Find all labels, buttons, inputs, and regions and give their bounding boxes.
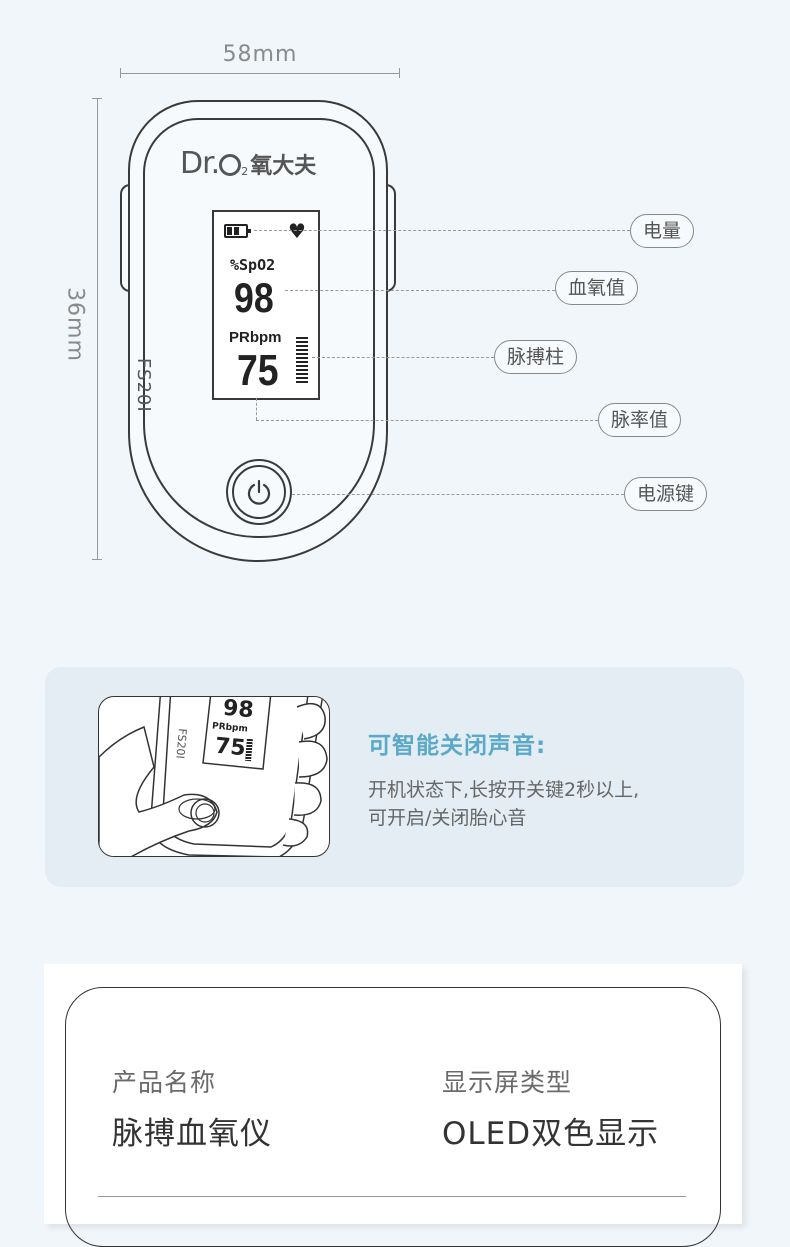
spec-card: [44, 964, 742, 1224]
illustration-hand-pressing-button: 98 PRbpm 75 FS20I: [98, 696, 330, 857]
brand-logo: Dr. 2氧大夫: [180, 146, 316, 181]
leader-line-pulse-bar: [312, 357, 494, 358]
spec-value-display-type: OLED双色显示: [442, 1116, 660, 1152]
leader-line-pr-vertical: [256, 398, 257, 420]
spo2-label: %SpO2: [230, 256, 276, 274]
leader-line-spo2: [285, 290, 555, 291]
power-button-ring: [226, 459, 292, 525]
width-dimension-line: [120, 73, 400, 74]
illustration-pr-value: 75: [213, 733, 247, 762]
feature-description-line-2: 可开启/关闭胎心音: [368, 807, 527, 829]
battery-icon: [224, 224, 251, 238]
leader-line-battery: [254, 230, 630, 231]
spec-key-display-type: 显示屏类型: [442, 1068, 573, 1097]
height-dimension-tick-top: [92, 98, 102, 99]
power-icon: [247, 479, 271, 505]
brand-logo-o2: 2: [241, 165, 249, 178]
pr-value: 75: [237, 346, 279, 395]
height-dimension-line: [97, 98, 98, 560]
callout-battery: 电量: [630, 214, 695, 248]
brand-logo-cn: 氧大夫: [250, 154, 317, 179]
callout-power-key: 电源键: [624, 477, 708, 511]
spec-key-product-name: 产品名称: [112, 1068, 217, 1097]
callout-spo2: 血氧值: [555, 271, 639, 305]
width-dimension-label: 58mm: [222, 42, 298, 67]
device-model-label: FS20I: [133, 358, 154, 413]
power-button: [232, 465, 286, 519]
pulse-bar-graph: [296, 337, 308, 383]
width-dimension-tick-left: [120, 68, 121, 78]
heart-icon: ♥: [288, 219, 306, 243]
callout-pr-value: 脉率值: [598, 403, 682, 437]
pr-label: PRbpm: [229, 329, 282, 346]
feature-description-line-1: 开机状态下,长按开关键2秒以上,: [368, 779, 640, 801]
height-dimension-label: 36mm: [62, 287, 88, 362]
illustration-model-label: FS20I: [173, 727, 189, 760]
height-dimension-tick-bottom: [92, 559, 102, 560]
feature-title: 可智能关闭声音:: [368, 733, 547, 759]
device-inner-face: [143, 118, 375, 538]
brand-logo-dr: Dr.: [180, 146, 220, 181]
leader-line-pr: [256, 420, 598, 421]
leader-line-power: [292, 494, 624, 495]
spo2-value: 98: [234, 274, 274, 321]
spec-divider: [98, 1196, 686, 1197]
callout-pulse-bar: 脉搏柱: [494, 340, 578, 374]
spec-value-product-name: 脉搏血氧仪: [112, 1116, 272, 1152]
brand-logo-o-icon: [219, 154, 242, 176]
width-dimension-tick-right: [399, 68, 400, 78]
illustration-spo2-value: 98: [221, 696, 255, 724]
